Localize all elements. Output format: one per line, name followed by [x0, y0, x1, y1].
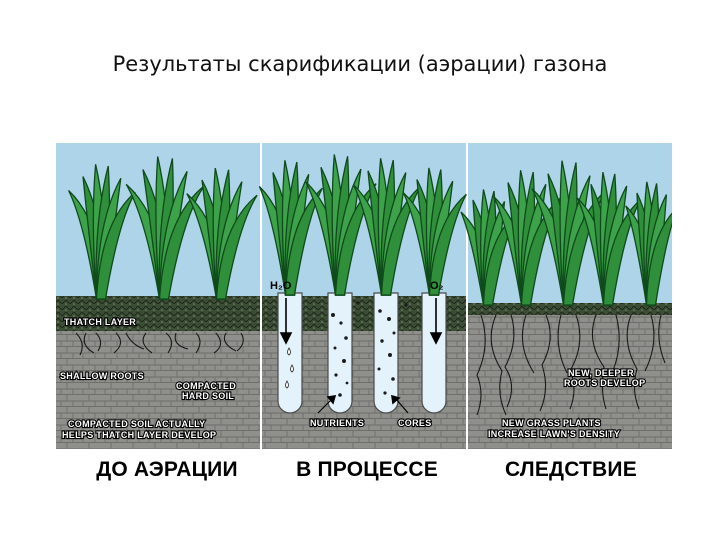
label-o2: O₂: [430, 280, 444, 292]
grass-plants: [68, 156, 258, 300]
grass-blade: [428, 193, 467, 296]
soil-layer: [468, 313, 672, 449]
label-roots-develop: ROOTS DEVELOP: [564, 378, 645, 388]
panel-result: NEW, DEEPER ROOTS DEVELOP NEW GRASS PLAN…: [460, 143, 672, 449]
label-h2o: H₂O: [270, 280, 292, 292]
deep-roots: [476, 314, 666, 416]
caption-before: ДО АЭРАЦИИ: [96, 458, 238, 481]
nutrient-particles: [331, 301, 408, 397]
flow-arrows: [279, 298, 443, 414]
grass-blade: [334, 183, 377, 296]
caption-during: В ПРОЦЕССЕ: [296, 458, 438, 481]
grass-plants: [258, 154, 467, 296]
label-cores: CORES: [398, 418, 432, 428]
panel-before: THATCH LAYER SHALLOW ROOTS COMPACTED HAR…: [56, 143, 260, 449]
grass-blade: [215, 194, 258, 300]
label-thatch-layer: THATCH LAYER: [64, 317, 136, 327]
label-lawn-density: INCREASE LAWN'S DENSITY: [488, 429, 620, 439]
soil-layer: [56, 329, 260, 449]
panel-during: H₂O O₂ NUTRIENTS CORES: [258, 143, 467, 449]
label-new-deeper: NEW, DEEPER: [568, 368, 634, 378]
slide-title: Результаты скарификации (аэрации) газона: [112, 52, 608, 76]
thin-thatch-layer: [468, 303, 672, 315]
label-nutrients: NUTRIENTS: [310, 418, 364, 428]
caption-result: СЛЕДСТВИЕ: [505, 458, 637, 481]
label-helps-thatch: HELPS THATCH LAYER DEVELOP: [62, 430, 216, 440]
grass-blade: [95, 191, 136, 300]
label-new-grass: NEW GRASS PLANTS: [502, 418, 601, 428]
shallow-roots: [75, 332, 244, 356]
thatch-layer: [56, 296, 260, 331]
label-compacted-soil: COMPACTED SOIL ACTUALLY: [68, 419, 205, 429]
grass-blade: [284, 187, 323, 296]
water-drops: [285, 347, 294, 389]
label-compacted: COMPACTED: [176, 381, 236, 391]
grass-plants: [460, 160, 672, 306]
aeration-diagram: THATCH LAYER SHALLOW ROOTS COMPACTED HAR…: [56, 143, 672, 449]
grass-blade: [645, 212, 672, 306]
label-shallow-roots: SHALLOW ROOTS: [60, 371, 144, 381]
label-hard-soil: HARD SOIL: [182, 391, 234, 401]
